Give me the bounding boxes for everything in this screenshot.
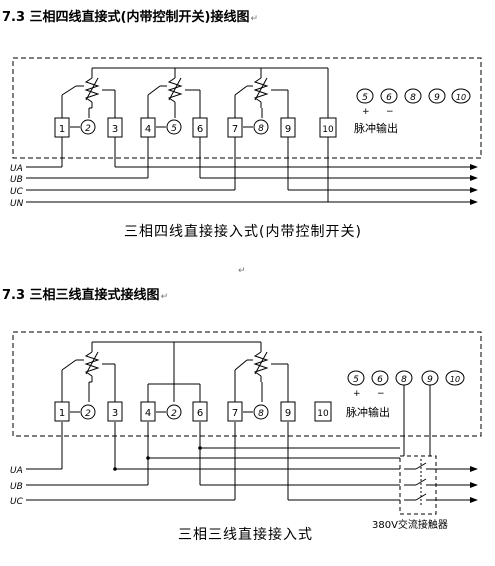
terminal-label: 8 (258, 409, 264, 419)
terminal-label: 10 (317, 409, 329, 419)
terminal-circle (80, 119, 96, 135)
terminal-circle (166, 119, 182, 135)
pulse-terminal (356, 88, 374, 104)
terminal-circle (166, 404, 182, 420)
terminal-box (54, 401, 70, 422)
terminal-box (227, 401, 243, 422)
terminal-label: 7 (232, 124, 238, 135)
pulse-output-label: 脉冲输出 (346, 405, 390, 419)
line-label-ua: UA (10, 466, 23, 476)
return-mark: ↵ (160, 292, 169, 302)
meter-box (12, 331, 482, 437)
terminal-box (107, 401, 123, 422)
terminal-box (107, 117, 123, 138)
terminal-circle (80, 404, 96, 420)
terminal-label: 2 (171, 409, 177, 419)
terminal-box (140, 401, 156, 422)
terminal-label: 7 (232, 408, 238, 419)
pulse-terminal (445, 370, 465, 386)
section1-heading-text: 7.3 三相四线直接式(内带控制开关)接线图 (2, 10, 250, 25)
terminal-box (54, 117, 70, 138)
pulse-terminal (421, 370, 439, 386)
section1-heading: 7.3 三相四线直接式(内带控制开关)接线图↵ (2, 6, 258, 25)
terminal-box (280, 117, 296, 138)
pulse-terminal-label: 10 (456, 93, 466, 102)
terminal-label: 1 (59, 124, 65, 135)
pulse-terminal (395, 370, 413, 386)
section2-heading: 7.3 三相三线直接式接线图↵ (2, 284, 168, 303)
pulse-plus-sign: + (362, 107, 370, 117)
terminal-box (319, 117, 337, 138)
terminal-label: 1 (59, 408, 65, 419)
terminal-label: 8 (258, 124, 264, 134)
pulse-terminal-label: 6 (386, 93, 392, 103)
contactor-label: 380V交流接触器 (372, 518, 448, 531)
pulse-terminal-label: 5 (353, 375, 359, 385)
line-label-ub: UB (10, 175, 23, 185)
terminal-label: 9 (285, 408, 291, 419)
terminal-box (140, 117, 156, 138)
terminal-label: 3 (112, 408, 118, 419)
line-label-uc: UC (10, 187, 24, 197)
pulse-output-1: 5 6 8 9 10 + − 脉冲输出 (354, 88, 471, 135)
pulse-output-2: 5 6 8 9 10 + − 脉冲输出 (346, 370, 465, 419)
terminal-label: 2 (85, 124, 91, 134)
line-label-ua: UA (10, 164, 23, 174)
terminal-label: 6 (197, 408, 203, 419)
terminal-strip-1: 1 2 3 4 5 6 7 8 9 10 (54, 117, 337, 138)
terminal-box (314, 401, 332, 422)
terminal-label: 4 (145, 408, 151, 419)
pulse-output-label: 脉冲输出 (354, 121, 398, 135)
terminal-circle (253, 404, 269, 420)
pulse-terminal (428, 88, 446, 104)
pulse-terminal (380, 88, 398, 104)
section2-caption: 三相三线直接接入式 (178, 527, 313, 543)
pulse-terminal-label: 10 (450, 375, 460, 384)
terminal-strip-2: 1 2 3 4 2 6 7 8 9 10 (54, 401, 332, 422)
pulse-terminal-label: 8 (401, 375, 407, 385)
return-mark: ↵ (250, 14, 258, 24)
terminal-box (227, 117, 243, 138)
pulse-terminal (371, 370, 389, 386)
section1-caption: 三相四线直接接入式(内带控制开关) (124, 224, 362, 240)
meter-box (12, 57, 482, 159)
terminal-label: 4 (145, 124, 151, 135)
pulse-terminal-label: 9 (427, 375, 433, 385)
pulse-minus-sign: − (377, 389, 385, 399)
pulse-terminal-label: 6 (377, 375, 383, 385)
terminal-box (192, 401, 208, 422)
line-label-ub: UB (10, 482, 23, 492)
pulse-terminal-label: 5 (362, 93, 368, 103)
terminal-circle (253, 119, 269, 135)
terminal-box (192, 117, 208, 138)
four-wire-diagram: 1 2 3 4 5 6 7 8 9 10 5 6 8 (10, 57, 482, 209)
terminal-label: 3 (112, 124, 118, 135)
pulse-minus-sign: − (386, 107, 394, 117)
section2-heading-text: 7.3 三相三线直接式接线图 (2, 288, 160, 303)
terminal-label: 9 (285, 124, 291, 135)
terminal-label: 6 (197, 124, 203, 135)
pulse-terminal (451, 88, 471, 104)
terminal-label: 2 (85, 409, 91, 419)
pulse-terminal (404, 88, 422, 104)
three-wire-diagram: 1 2 3 4 2 6 7 8 9 10 5 6 8 (10, 331, 482, 531)
line-label-un: UN (10, 199, 24, 209)
terminal-label: 10 (322, 125, 334, 135)
pulse-plus-sign: + (353, 389, 361, 399)
terminal-label: 5 (171, 124, 177, 134)
line-label-uc: UC (10, 497, 24, 507)
pulse-terminal-label: 9 (434, 93, 440, 103)
pulse-terminal-label: 8 (410, 93, 416, 103)
pulse-terminal (347, 370, 365, 386)
return-mark: ↵ (238, 266, 246, 276)
terminal-box (280, 401, 296, 422)
